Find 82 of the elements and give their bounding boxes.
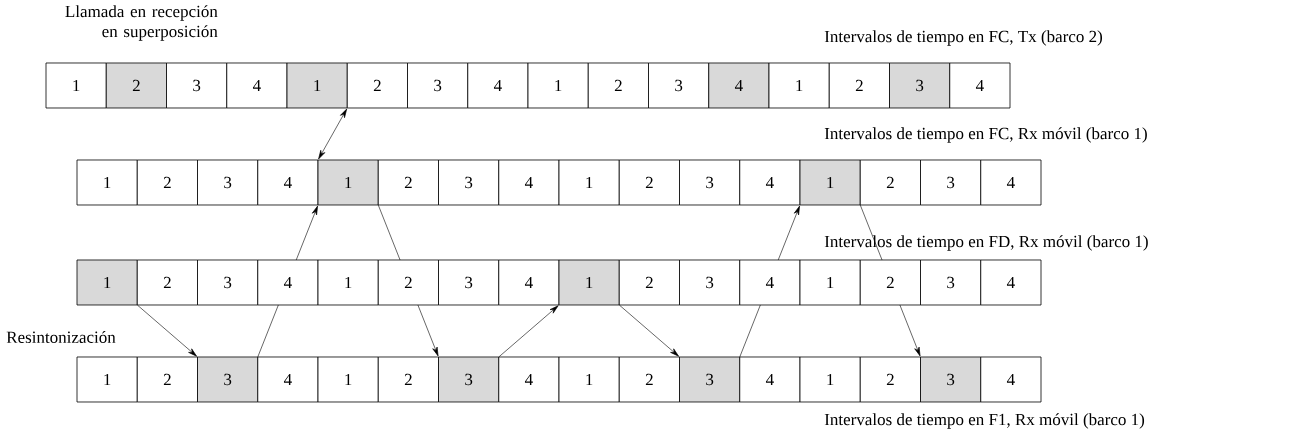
time-slot-cell: 1	[317, 159, 379, 206]
time-slot-cell: 1	[76, 159, 138, 206]
time-slot-cell: 2	[377, 259, 439, 306]
row-caption: Intervalos de tiempo en FC, Tx (barco 2)	[824, 30, 1103, 46]
time-slot-cell: 3	[889, 62, 951, 109]
time-slot-cell: 3	[197, 259, 259, 306]
time-slot-cell: 4	[257, 259, 319, 306]
row-caption: Intervalos de tiempo en F1, Rx móvil (barco 1)	[824, 413, 1145, 429]
time-slot-cell: 4	[739, 159, 801, 206]
time-slot-cell: 4	[498, 159, 560, 206]
connector-line	[739, 304, 761, 358]
time-slot-cell: 4	[708, 62, 770, 109]
time-slot-cell: 3	[197, 356, 259, 403]
time-slot-cell: 2	[618, 356, 680, 403]
time-slot-cell: 3	[679, 259, 741, 306]
connector-line	[257, 304, 279, 358]
time-slot-cell: 1	[799, 259, 861, 306]
time-slot-cell: 1	[286, 62, 348, 109]
time-slot-cell: 2	[859, 159, 921, 206]
row-caption: Intervalos de tiempo en FD, Rx móvil (barco 1)	[824, 235, 1148, 251]
time-slot-cell: 3	[166, 62, 228, 109]
time-slot-cell: 2	[377, 159, 439, 206]
time-slot-cell: 2	[377, 356, 439, 403]
row-caption: Llamada en recepción en superposición	[65, 5, 218, 41]
time-slot-cell: 1	[527, 62, 589, 109]
time-slot-cell: 4	[739, 259, 801, 306]
arrow	[136, 304, 197, 357]
time-slot-cell: 1	[558, 159, 620, 206]
time-slot-cell: 1	[76, 356, 138, 403]
time-slot-cell: 3	[920, 159, 982, 206]
time-slot-cell: 3	[438, 356, 500, 403]
time-slot-cell: 1	[317, 259, 379, 306]
time-slot-cell: 1	[799, 159, 861, 206]
time-slot-cell: 3	[438, 159, 500, 206]
arrow	[777, 205, 800, 261]
row-caption: Intervalos de tiempo en FC, Rx móvil (barco 1)	[824, 127, 1147, 143]
time-slot-cell: 3	[438, 259, 500, 306]
time-slot-cell: 4	[257, 356, 319, 403]
time-slot-cell: 1	[768, 62, 830, 109]
time-slot-cell: 1	[558, 356, 620, 403]
time-slot-cell: 1	[45, 62, 107, 109]
connector-line	[377, 204, 401, 261]
time-slot-cell: 3	[679, 356, 741, 403]
time-slot-cell: 2	[859, 259, 921, 306]
time-slot-cell: 1	[317, 356, 379, 403]
time-slot-cell: 4	[739, 356, 801, 403]
time-slot-cell: 4	[226, 62, 288, 109]
time-slot-cell: 4	[949, 62, 1011, 109]
connector-line	[859, 204, 883, 261]
arrow	[899, 304, 921, 357]
row-caption: Resintonización	[6, 331, 116, 343]
time-slot-cell: 4	[257, 159, 319, 206]
arrow	[318, 108, 347, 160]
time-slot-cell: 3	[920, 356, 982, 403]
time-slot-cell: 2	[346, 62, 408, 109]
time-slot-cell: 4	[498, 259, 560, 306]
arrow	[498, 305, 559, 358]
time-slot-cell: 4	[980, 159, 1042, 206]
arrow	[417, 304, 439, 357]
time-slot-cell: 3	[679, 159, 741, 206]
time-slot-cell: 4	[980, 356, 1042, 403]
time-slot-cell: 1	[799, 356, 861, 403]
time-slot-cell: 2	[136, 356, 198, 403]
time-slot-cell: 3	[920, 259, 982, 306]
time-slot-cell: 2	[105, 62, 167, 109]
time-slot-cell: 2	[587, 62, 649, 109]
arrow	[618, 304, 679, 357]
time-slot-cell: 3	[648, 62, 710, 109]
time-slot-cell: 2	[618, 259, 680, 306]
time-slot-cell: 2	[859, 356, 921, 403]
time-slot-cell: 1	[558, 259, 620, 306]
time-slot-cell: 2	[136, 259, 198, 306]
time-slot-cell: 2	[618, 159, 680, 206]
time-slot-cell: 3	[197, 159, 259, 206]
time-slot-cell: 3	[407, 62, 469, 109]
time-slot-cell: 2	[136, 159, 198, 206]
time-slot-cell: 4	[980, 259, 1042, 306]
time-slot-cell: 4	[498, 356, 560, 403]
time-slot-cell: 4	[467, 62, 529, 109]
arrow	[295, 205, 318, 261]
time-slot-cell: 1	[76, 259, 138, 306]
time-slot-cell: 2	[828, 62, 890, 109]
